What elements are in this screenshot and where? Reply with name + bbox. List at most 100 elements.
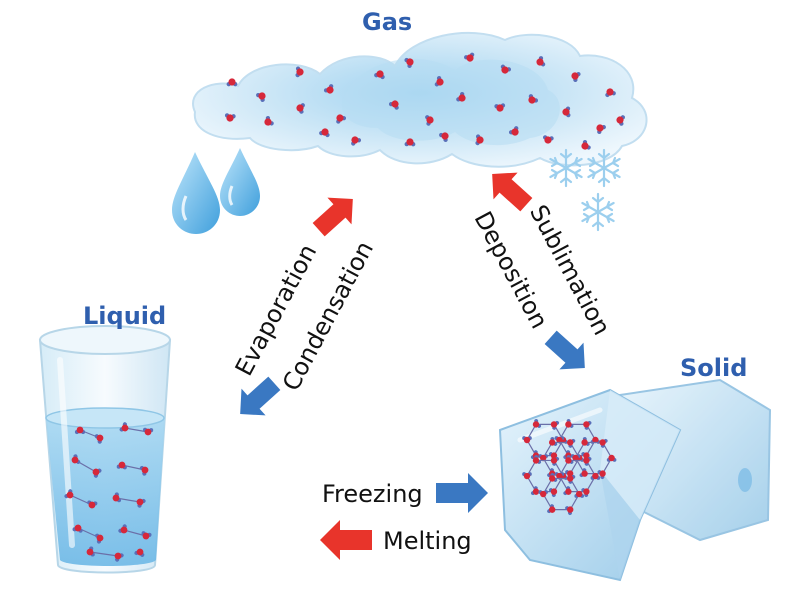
sublimation-arrow [492, 172, 533, 212]
water-molecule [565, 506, 574, 515]
water-molecule [590, 472, 601, 480]
hydrogen-bond [89, 551, 119, 557]
water-molecule [581, 488, 590, 497]
water-molecule [581, 139, 591, 150]
water-molecule [532, 419, 542, 428]
freezing-label: Freezing [322, 480, 423, 508]
water-molecule [554, 436, 565, 444]
water-molecule [549, 437, 558, 446]
water-molecule [550, 420, 560, 430]
water-molecule [605, 88, 616, 98]
water-molecule [528, 94, 539, 104]
water-molecule [72, 524, 83, 533]
water-molecule [583, 456, 592, 466]
water-molecule [74, 426, 86, 435]
water-molecule [118, 524, 128, 534]
water-molecule [119, 422, 129, 432]
water-molecule [143, 427, 154, 436]
water-molecule [538, 490, 548, 498]
water-molecule [86, 546, 95, 557]
water-molecule [583, 420, 592, 430]
liquid-molecules [64, 422, 154, 562]
water-droplet-icon [172, 152, 220, 234]
water-molecule [464, 52, 475, 62]
water-molecule [565, 455, 574, 464]
water-molecule [71, 454, 81, 464]
solid-label: Solid [680, 354, 748, 382]
water-molecule [554, 472, 565, 480]
water-molecule [570, 454, 581, 462]
water-molecule [596, 124, 606, 134]
water-molecule [550, 456, 560, 466]
water-molecule [500, 64, 511, 74]
water-molecule [530, 486, 540, 496]
water-molecule [224, 113, 236, 122]
water-molecule [404, 57, 414, 69]
water-molecule [579, 468, 588, 478]
evaporation-arrow [312, 197, 353, 237]
gas-cloud [192, 31, 648, 168]
deposition-arrow [544, 330, 585, 370]
condensation-arrow [240, 376, 281, 416]
water-molecule [522, 472, 532, 480]
water-molecule [323, 84, 334, 94]
water-molecule [494, 103, 506, 112]
water-molecule [536, 56, 546, 67]
water-molecule [226, 78, 238, 87]
water-molecule [425, 115, 434, 126]
water-molecule [597, 470, 606, 479]
melting-label: Melting [383, 527, 472, 555]
melting-arrow [320, 520, 372, 560]
water-molecule [439, 132, 449, 143]
water-molecule [336, 114, 347, 124]
water-molecule [141, 531, 152, 540]
water-molecule [139, 465, 149, 476]
water-molecule [542, 135, 554, 144]
gas-molecules [224, 52, 625, 150]
water-molecule [508, 126, 519, 136]
water-molecule [404, 138, 416, 147]
water-molecule [295, 66, 304, 78]
water-molecule [136, 498, 146, 508]
water-molecule [606, 454, 617, 462]
water-molecule [475, 134, 484, 146]
water-molecule [548, 488, 558, 497]
water-molecule [562, 106, 571, 118]
water-molecule [134, 548, 145, 557]
ice-cubes [498, 378, 772, 582]
hydrogen-bond [123, 529, 147, 537]
water-molecule [581, 437, 590, 446]
water-molecule [571, 71, 581, 83]
water-molecule [264, 115, 274, 126]
water-molecule [616, 115, 625, 126]
water-molecule [456, 91, 466, 102]
water-molecule [64, 489, 74, 499]
water-molecule [87, 500, 98, 509]
water-molecule [116, 461, 127, 470]
freezing-arrow [436, 473, 488, 513]
water-molecule [538, 454, 548, 462]
water-molecule [351, 136, 362, 146]
solid-molecules [522, 419, 617, 515]
water-molecule [256, 92, 266, 103]
snowflake-icon [581, 192, 615, 232]
water-molecule [599, 438, 608, 448]
water-molecule [532, 455, 542, 464]
water-molecule [563, 486, 572, 496]
water-molecule [574, 490, 584, 498]
water-molecule [94, 434, 104, 444]
water-molecule [388, 100, 399, 110]
water-molecule [112, 492, 122, 503]
water-molecule [522, 436, 532, 444]
water-droplet-icon [220, 148, 260, 216]
water-molecule [95, 533, 104, 544]
water-molecule [434, 76, 444, 87]
water-molecule [319, 128, 330, 138]
water-molecule [549, 473, 558, 482]
water-molecule [296, 103, 305, 114]
water-molecule [92, 468, 102, 478]
water-molecule [565, 419, 574, 428]
gas-label: Gas [362, 8, 413, 36]
water-molecule [567, 438, 576, 448]
